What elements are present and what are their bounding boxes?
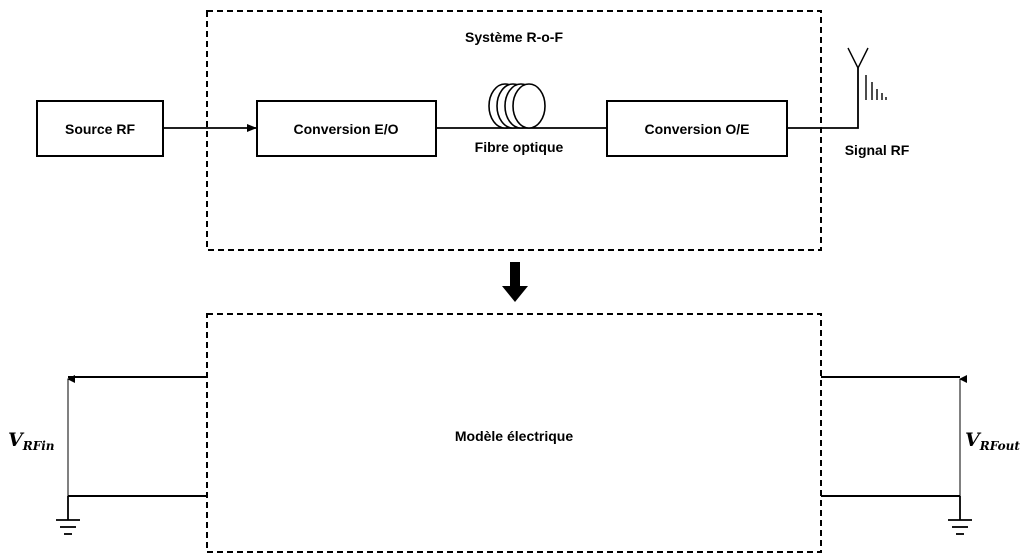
vout-label: VRFout bbox=[965, 429, 1020, 453]
vin-label: VRFin bbox=[8, 429, 55, 453]
electrical-model-box bbox=[206, 313, 822, 553]
antenna-icon bbox=[847, 47, 887, 100]
oe-to-antenna-line bbox=[787, 68, 859, 129]
oe-conversion-label: Conversion O/E bbox=[644, 121, 749, 137]
ground-icon bbox=[56, 496, 80, 535]
vin-symbol: V bbox=[8, 429, 25, 451]
down-arrow-icon bbox=[502, 262, 528, 302]
vout-symbol: V bbox=[965, 429, 982, 451]
fiber-label: Fibre optique bbox=[475, 139, 564, 155]
rof-system-boundary bbox=[206, 10, 822, 251]
fiber-coil-icon bbox=[488, 83, 546, 129]
signal-rf-label: Signal RF bbox=[845, 142, 910, 158]
rof-system-title: Système R-o-F bbox=[465, 29, 563, 45]
source-rf-label: Source RF bbox=[65, 121, 135, 137]
ground-icon bbox=[948, 496, 972, 535]
vin-subscript: RFin bbox=[22, 439, 55, 453]
eo-conversion-label: Conversion E/O bbox=[293, 121, 398, 137]
electrical-model-label: Modèle électrique bbox=[455, 428, 573, 444]
vout-subscript: RFout bbox=[979, 439, 1021, 453]
